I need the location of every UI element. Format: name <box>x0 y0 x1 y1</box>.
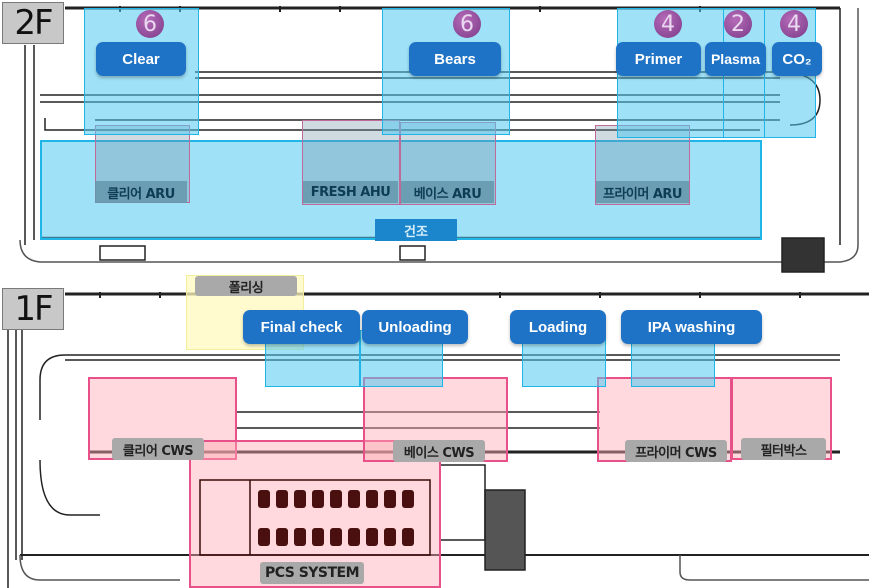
process-label-co2: CO₂ <box>772 42 822 76</box>
plasma-count-badge: 2 <box>724 10 752 38</box>
bears-count-badge: 6 <box>453 10 481 38</box>
equipment-label-base-aru: 베이스 ARU <box>401 181 494 203</box>
equipment-label-pcs-system: PCS SYSTEM <box>260 562 364 584</box>
floor-label-2f: 2F <box>2 2 64 44</box>
co2-count-badge: 4 <box>780 10 808 38</box>
equipment-label-primer-cws: 프라이머 CWS <box>625 440 727 462</box>
floor-label-1f: 1F <box>2 288 64 330</box>
process-label-bears: Bears <box>409 42 501 76</box>
process-label-primer: Primer <box>616 42 701 76</box>
process-label-unloading: Unloading <box>362 310 468 344</box>
equipment-label-clear-aru: 클리어 ARU <box>95 181 187 203</box>
equipment-label-primer-aru: 프라이머 ARU <box>596 181 689 203</box>
process-label-final-check: Final check <box>243 310 360 344</box>
equipment-label-polishing: 폴리싱 <box>195 276 297 296</box>
clear-count-badge: 6 <box>136 10 164 38</box>
process-label-plasma: Plasma <box>705 42 766 76</box>
process-label-ipa-washing: IPA washing <box>621 310 762 344</box>
process-label-loading: Loading <box>510 310 606 344</box>
equipment-label-base-cws: 베이스 CWS <box>393 440 485 462</box>
drying-zone-label: 건조 <box>375 219 457 241</box>
equipment-label-filter-box: 필터박스 <box>741 438 826 460</box>
primer-count-badge: 4 <box>654 10 682 38</box>
process-label-clear: Clear <box>96 42 186 76</box>
equipment-label-clear-cws: 클리어 CWS <box>112 438 204 460</box>
equipment-label-fresh-ahu: FRESH AHU <box>303 181 398 203</box>
